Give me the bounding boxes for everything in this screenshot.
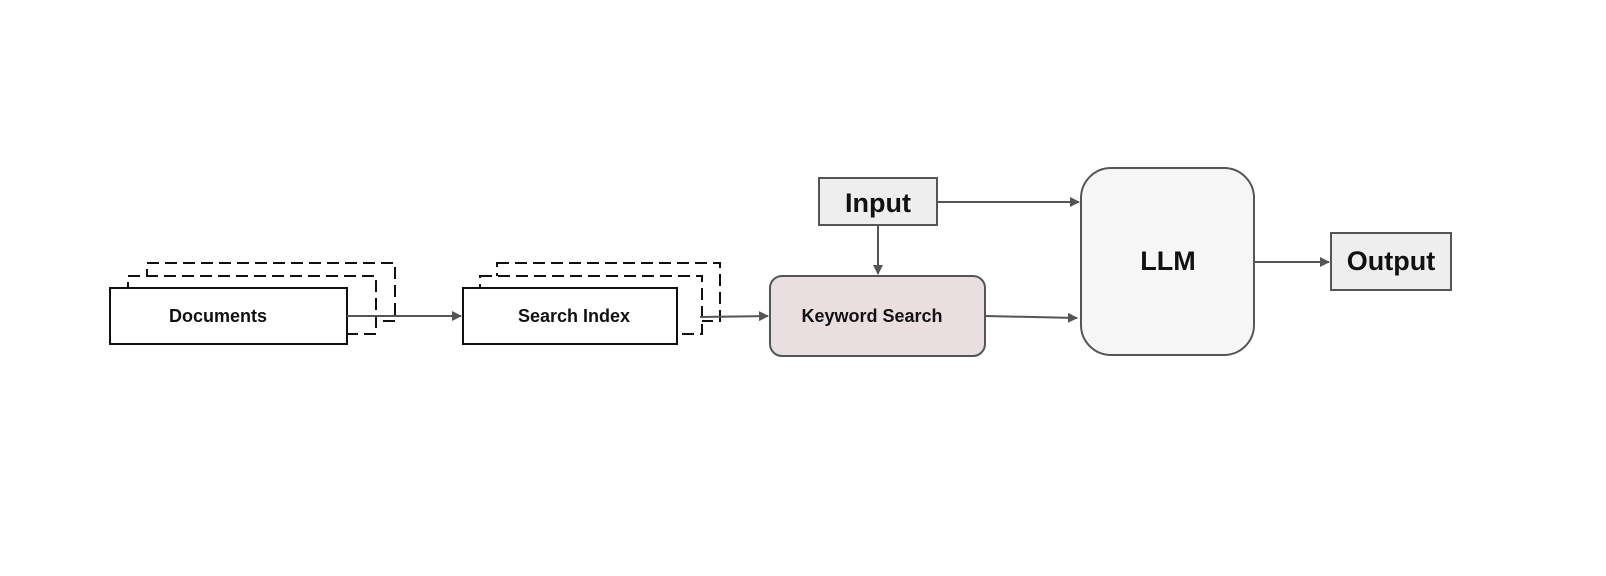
output-box [1330, 232, 1452, 291]
arrow-search-index-to-keyword-search [699, 311, 769, 322]
documents-box [109, 287, 348, 345]
keyword-search-label: Keyword Search [801, 306, 942, 326]
llm-node: LLM [1080, 167, 1255, 356]
input-label: Input [845, 188, 911, 218]
documents-label: Documents [169, 306, 267, 326]
documents-stack: Documents [109, 262, 396, 345]
output-node: Output [1330, 232, 1452, 291]
output-label: Output [1347, 246, 1435, 276]
search-index-box [462, 287, 678, 345]
llm-label: LLM [1140, 246, 1195, 276]
search-index-label: Search Index [518, 306, 630, 326]
input-node: Input [818, 177, 938, 226]
keyword-search-node: Keyword Search [769, 275, 986, 357]
arrow-keyword-search-to-llm [984, 312, 1078, 323]
search-index-stack: Search Index [462, 262, 721, 345]
